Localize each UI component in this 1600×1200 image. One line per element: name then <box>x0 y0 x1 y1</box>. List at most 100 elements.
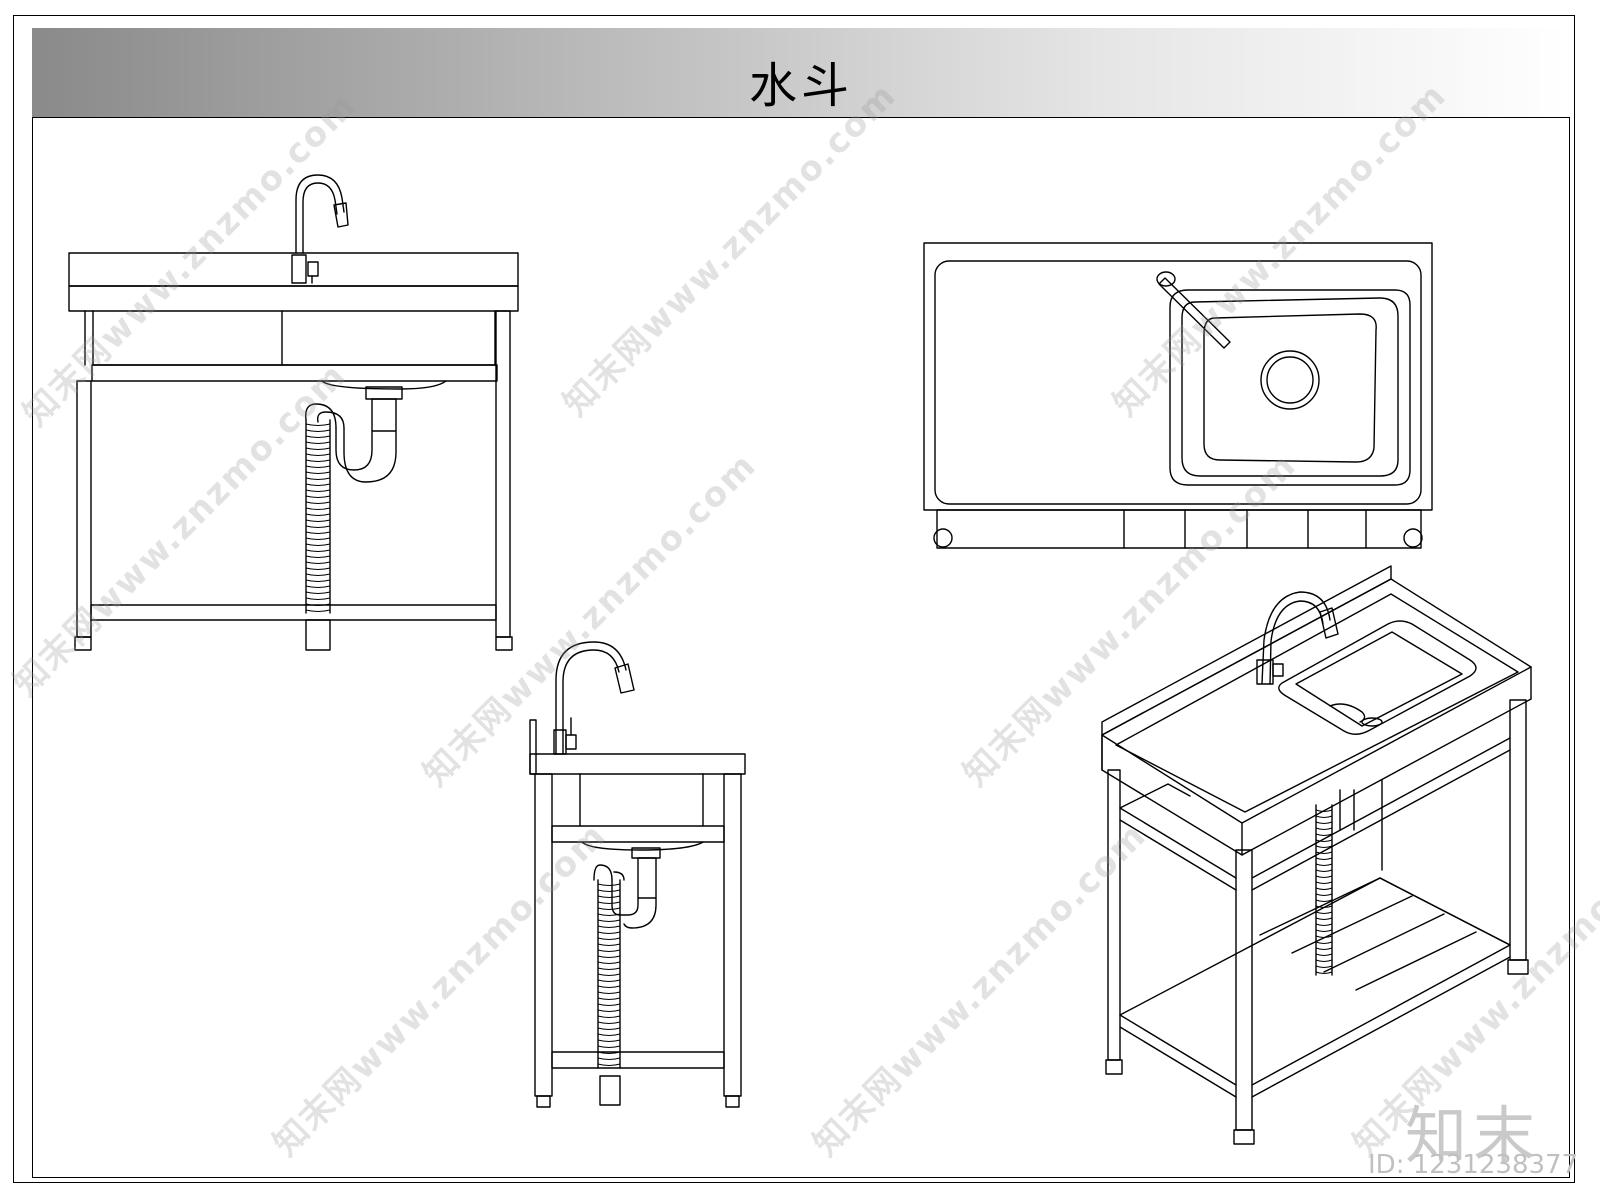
hose-rib <box>305 591 331 594</box>
hose-rib <box>597 1009 621 1012</box>
hose-rib <box>305 519 331 522</box>
hose-rib <box>597 1021 621 1024</box>
outer-border <box>13 15 1575 1183</box>
hose-rib <box>1315 917 1333 920</box>
hose-rib <box>1315 845 1333 848</box>
hose-rib <box>1315 935 1333 938</box>
hose-rib <box>305 441 331 444</box>
hose-rib <box>597 889 621 892</box>
hose-rib <box>305 489 331 492</box>
isometric-view <box>1101 565 1532 1145</box>
hose-rib <box>597 1027 621 1030</box>
hose-rib <box>1315 809 1333 812</box>
hose-rib <box>597 949 621 952</box>
hose-rib <box>1315 857 1333 860</box>
hose-rib <box>1315 833 1333 836</box>
hose-rib <box>1315 899 1333 902</box>
hose-rib <box>1315 839 1333 842</box>
hose-rib <box>597 955 621 958</box>
hose-rib <box>597 1051 621 1054</box>
hose-rib <box>305 585 331 588</box>
hose-rib <box>597 883 621 886</box>
hose-rib <box>1315 953 1333 956</box>
hose-rib <box>597 967 621 970</box>
hose-rib <box>1315 923 1333 926</box>
hose-rib <box>597 997 621 1000</box>
hose-rib <box>597 985 621 988</box>
hose-rib <box>1315 815 1333 818</box>
hose-rib <box>305 483 331 486</box>
hose-rib <box>305 561 331 564</box>
hose-rib <box>305 459 331 462</box>
watermark-logo: 知末 <box>1405 1099 1542 1172</box>
hose-rib <box>597 1039 621 1042</box>
hose-rib <box>305 507 331 510</box>
hose-rib <box>305 537 331 540</box>
hose-rib <box>597 913 621 916</box>
hose-rib <box>305 549 331 552</box>
top-plan <box>923 242 1433 549</box>
hose-rib <box>597 1003 621 1006</box>
hose-rib <box>1315 959 1333 962</box>
hose-rib <box>597 943 621 946</box>
hose-rib <box>305 435 331 438</box>
hose-rib <box>597 961 621 964</box>
hose-rib <box>305 525 331 528</box>
hose-rib <box>597 895 621 898</box>
hose-rib <box>305 453 331 456</box>
hose-rib <box>597 937 621 940</box>
hose-rib <box>1315 869 1333 872</box>
hose-rib <box>305 543 331 546</box>
hose-rib <box>305 579 331 582</box>
hose-rib <box>597 901 621 904</box>
hose-rib <box>1315 929 1333 932</box>
hose-rib <box>1315 863 1333 866</box>
front-hose-ribs <box>305 423 331 612</box>
hose-rib <box>1315 881 1333 884</box>
hose-rib <box>305 531 331 534</box>
hose-rib <box>597 1063 621 1066</box>
hose-rib <box>597 991 621 994</box>
hose-rib <box>1315 905 1333 908</box>
hose-rib <box>1315 965 1333 968</box>
hose-rib <box>597 979 621 982</box>
side-elevation <box>529 641 746 1108</box>
hose-rib <box>305 447 331 450</box>
hose-rib <box>305 573 331 576</box>
hose-rib <box>597 1015 621 1018</box>
hose-rib <box>305 555 331 558</box>
hose-rib <box>597 919 621 922</box>
hose-rib <box>1315 947 1333 950</box>
hose-rib <box>305 609 331 612</box>
hose-rib <box>305 603 331 606</box>
hose-rib <box>597 931 621 934</box>
hose-rib <box>305 423 331 426</box>
hose-rib <box>597 1045 621 1048</box>
hose-rib <box>1315 911 1333 914</box>
watermark-id: ID: 1231238377 <box>1368 1150 1579 1180</box>
hose-rib <box>597 907 621 910</box>
hose-rib <box>597 925 621 928</box>
hose-rib <box>1315 821 1333 824</box>
hose-rib <box>305 597 331 600</box>
page-title: 水斗 <box>748 58 853 114</box>
hose-rib <box>305 429 331 432</box>
hose-rib <box>1315 851 1333 854</box>
hose-rib <box>597 1033 621 1036</box>
hose-rib <box>597 973 621 976</box>
title-bar: 水斗 <box>32 28 1570 118</box>
hose-rib <box>1315 827 1333 830</box>
hose-rib <box>1315 971 1333 974</box>
hose-rib <box>305 465 331 468</box>
hose-rib <box>305 567 331 570</box>
iso-hose-ribs <box>1315 809 1333 974</box>
hose-rib <box>597 1057 621 1060</box>
hose-rib <box>1315 887 1333 890</box>
side-hose-ribs <box>597 883 621 1066</box>
hose-rib <box>305 501 331 504</box>
hose-rib <box>1315 893 1333 896</box>
hose-rib <box>305 513 331 516</box>
front-elevation <box>68 174 519 651</box>
